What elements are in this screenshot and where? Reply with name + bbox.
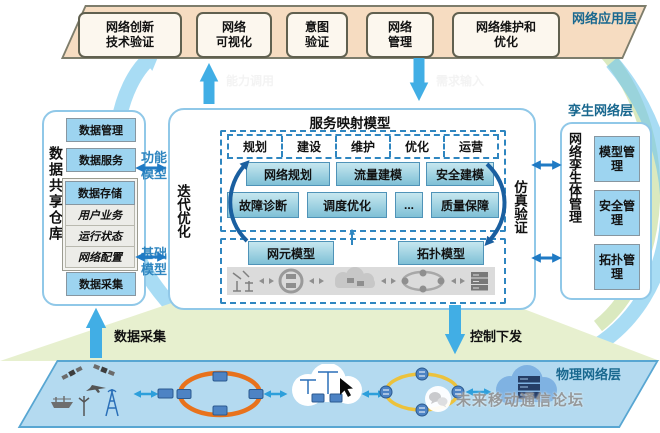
app-box-maintenance: 网络维护和 优化 [452,12,560,58]
gray-topology-icons [232,267,488,294]
basic-model-label: 基础 模型 [140,246,167,277]
core-cloud-datacenter [496,365,557,404]
twin-layer-label: 孪生网络层 [568,103,634,118]
satellite-icon [61,366,83,380]
app-box-intent: 意图 验证 [286,12,348,58]
btn-network-planning: 网络规划 [246,162,330,186]
btn-network-element-model: 网元模型 [248,241,334,265]
cursor-icon [340,378,353,397]
physical-layer-label: 物理网络层 [556,367,622,382]
access-ring-network [176,370,264,418]
data-collection-flow-label: 数据采集 [114,329,167,344]
optical-ring-network [379,367,465,417]
stage-optimization: 优化 [389,136,443,157]
stage-planning: 规划 [242,140,267,154]
repo-item-running-status: 运行状态 [65,226,135,247]
twin-mgmt-title: 网络孪生体管理 [567,132,582,223]
stage-construction: 建设 [281,136,335,157]
btn-scheduling-optimization: 调度优化 [307,192,387,218]
repo-storage-group: 数据存储 用户业务 运行状态 网络配置 [62,178,138,271]
watermark: 未来移动通信论坛 [424,385,584,413]
app-box-visualization: 网络 可视化 [196,12,272,58]
btn-quality-assurance: 质量保障 [431,192,499,218]
btn-traffic-modeling: 流量建模 [336,162,420,186]
edge-cloud-network [292,364,362,406]
simulation-verification-label: 仿真验证 [512,180,527,234]
function-row-2: 故障诊断 调度优化 ... 质量保障 [227,192,499,218]
control-dispatch-flow-label: 控制下发 [470,329,523,344]
btn-topology-model: 拓扑模型 [398,241,484,265]
cycle-arc-right-down [572,57,660,360]
base-station-icon [105,389,119,417]
repo-item-data-storage: 数据存储 [65,181,135,205]
base-model-topology-strip [227,267,495,295]
app-box-management: 网络 管理 [366,12,434,58]
capability-up-label: 能力调用 [226,74,275,88]
physical-network-icons [51,364,557,418]
airplane-icon [86,385,106,393]
iterative-optimization-label: 迭代优化 [175,184,190,238]
stage-maintenance: 维护 [335,136,389,157]
repo-item-data-management: 数据管理 [66,118,136,142]
wechat-icon [425,386,451,412]
btn-more-ellipsis: ... [395,192,423,218]
data-repo-title: 数据共享仓库 [48,146,64,242]
router-icon [157,388,174,399]
repo-item-user-business: 用户业务 [65,205,135,226]
btn-fault-diagnosis: 故障诊断 [227,192,299,218]
wind-mast-icon [78,396,90,416]
mgmt-model: 模型管理 [594,136,640,182]
ship-icon [51,396,73,408]
function-model-label: 功能 模型 [140,150,167,181]
stage-operation: 运营 [443,136,497,157]
repo-item-network-config: 网络配置 [65,247,135,268]
app-layer-label: 网络应用层 [572,11,638,26]
btn-security-modeling: 安全建模 [426,162,494,186]
basic-model-box [220,238,506,304]
demand-down-label: 需求输入 [436,74,485,88]
mgmt-topology: 拓扑管理 [594,244,640,290]
service-model-title: 服务映射模型 [309,116,391,131]
satellite-icon [93,364,115,376]
lifecycle-stage-row: 规划 建设 维护 优化 运营 [227,134,499,159]
watermark-text: 未来移动通信论坛 [456,391,585,409]
repo-item-data-collection: 数据采集 [66,272,136,296]
repo-item-data-service: 数据服务 [66,148,136,172]
function-row-1: 网络规划 流量建模 安全建模 [246,162,494,186]
app-box-innovation: 网络创新 技术验证 [78,12,182,58]
mgmt-security: 安全管理 [594,190,640,236]
